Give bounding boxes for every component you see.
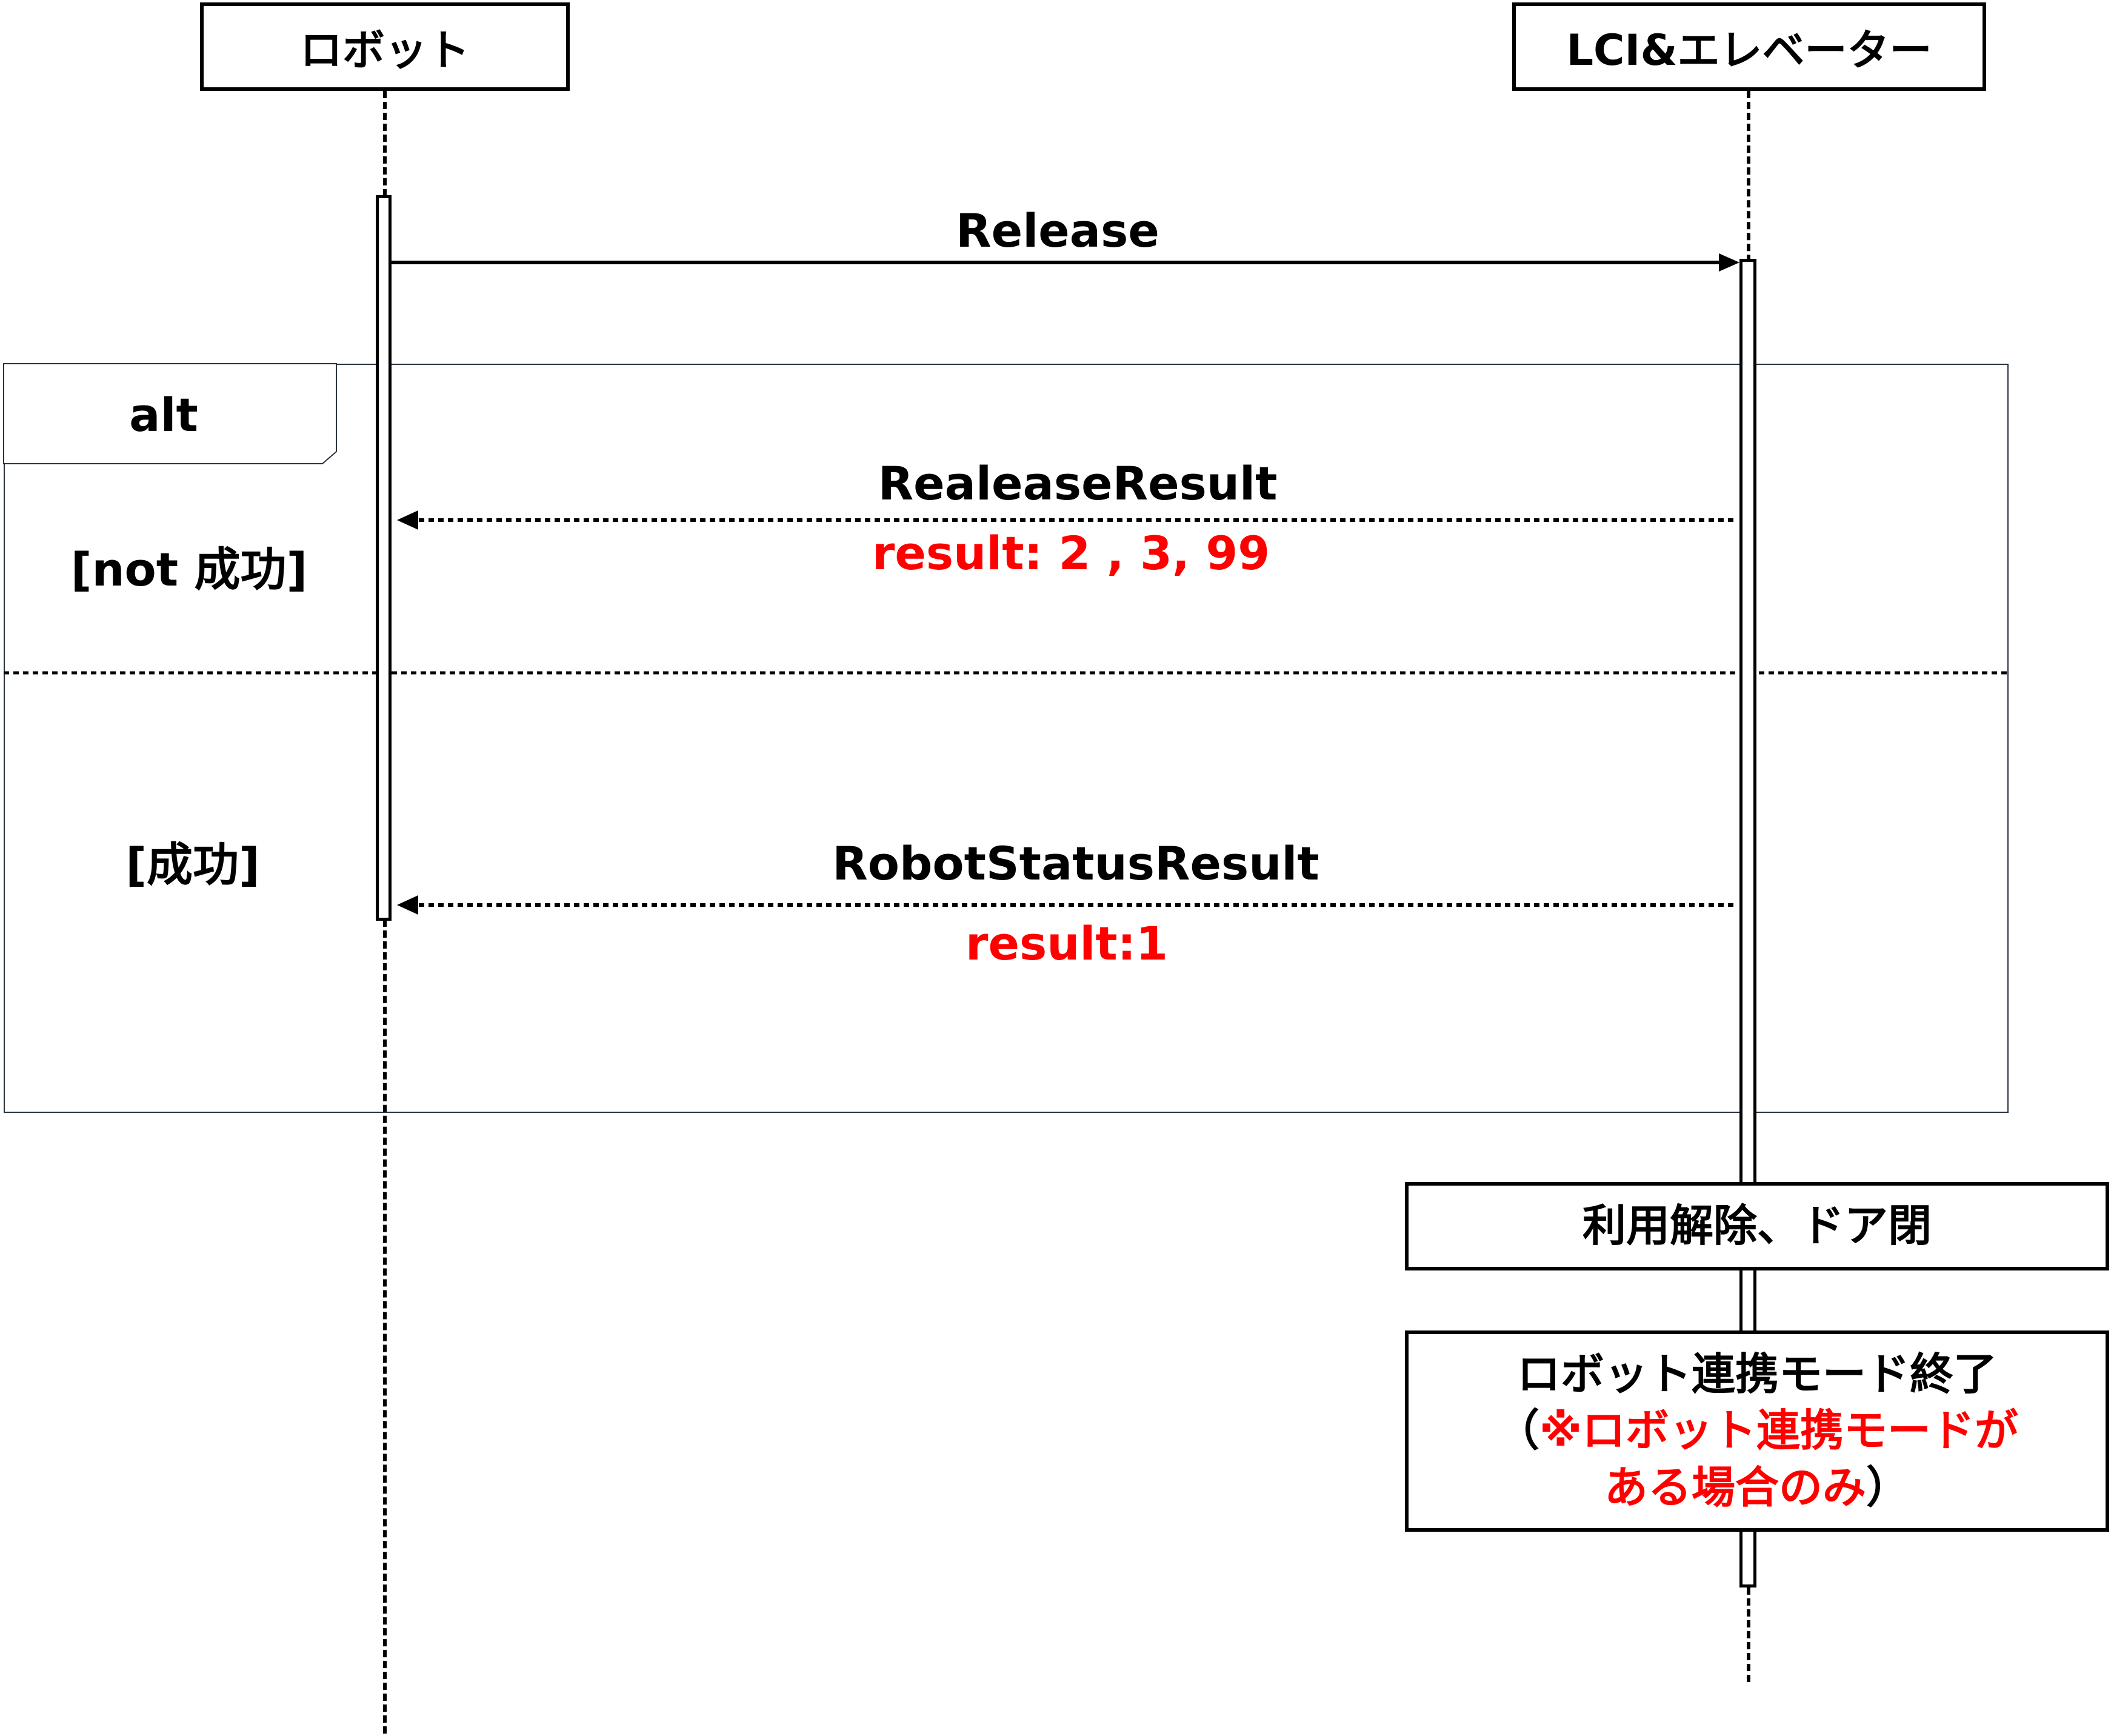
release-result-arrowhead-icon (397, 510, 418, 530)
release-label: Release (956, 204, 1159, 258)
participant-lci-label: LCI&エレベーター (1566, 25, 1932, 75)
guard-not-success: [not 成功] (70, 542, 308, 596)
note-end-robot-mode: ロボット連携モード終了 （※ロボット連携モードが ある場合のみ） (1405, 1330, 2109, 1532)
note-release-door-text: 利用解除、ドア閉 (1582, 1200, 1932, 1252)
note-end-mode-line1: ロボット連携モード終了 (1516, 1348, 1997, 1400)
participant-robot: ロボット (200, 2, 570, 91)
note-release-door-close: 利用解除、ドア閉 (1405, 1182, 2109, 1270)
participant-lci-elevator: LCI&エレベーター (1512, 2, 1986, 91)
release-result-label: RealeaseResult (878, 456, 1278, 510)
release-arrowhead-icon (1719, 253, 1739, 272)
alt-label: alt (129, 388, 198, 442)
alt-label-tab (3, 363, 337, 464)
status-result-detail: result:1 (965, 916, 1169, 970)
status-result-label: RobotStatusResult (832, 836, 1319, 890)
guard-success: [成功] (125, 838, 260, 892)
note-end-mode-line3: ある場合のみ） (1604, 1461, 1910, 1513)
note-condition-text-2: ある場合のみ (1604, 1461, 1866, 1513)
status-result-arrowhead-icon (397, 895, 418, 915)
note-condition-text: ※ロボット連携モードが (1539, 1405, 2018, 1457)
note-end-mode-line2: （※ロボット連携モードが (1495, 1405, 2018, 1457)
participant-robot-label: ロボット (300, 25, 470, 75)
release-result-detail: result: 2 , 3, 99 (872, 526, 1270, 580)
robot-activation (376, 195, 392, 921)
alt-frame (4, 364, 2009, 1113)
